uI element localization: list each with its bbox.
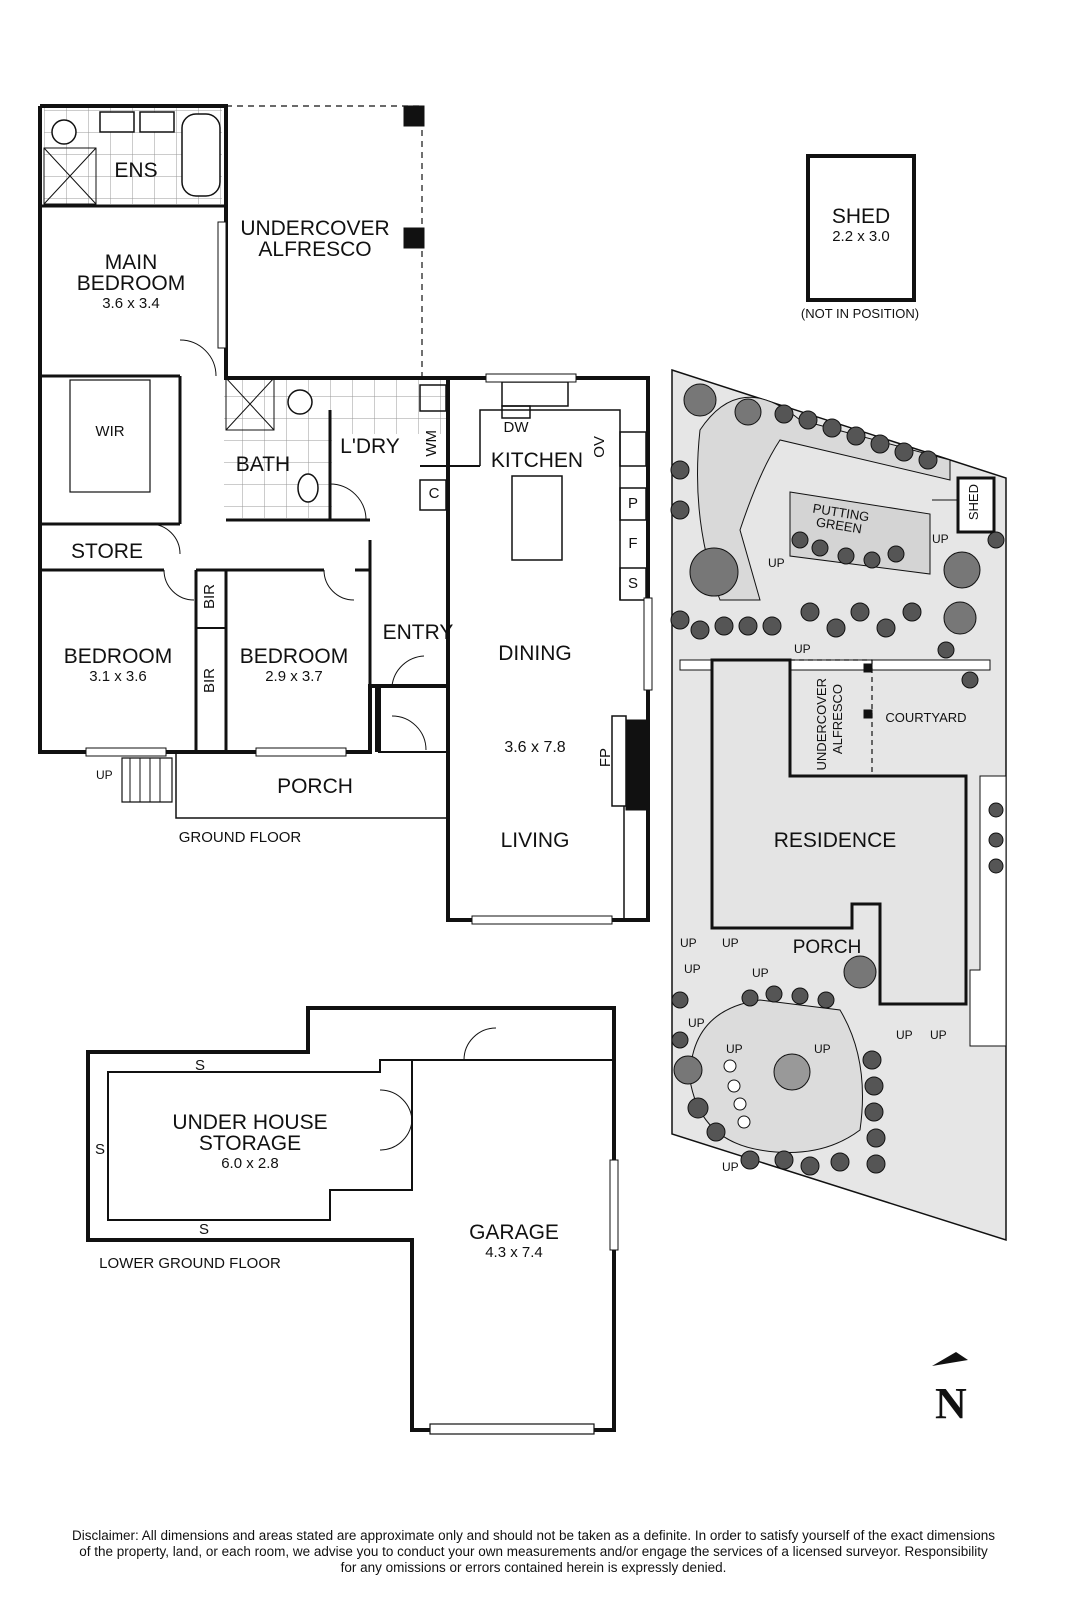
up-label: UP <box>680 936 697 950</box>
room-store: STORE <box>71 540 143 563</box>
room-ov: OV <box>591 436 608 458</box>
room-bath: BATH <box>235 453 291 476</box>
s-label-bottom: S <box>198 1221 209 1238</box>
room-living-dims: 3.6 x 7.8 <box>504 739 566 756</box>
ground-floor-label: GROUND FLOOR <box>178 829 302 846</box>
room-fp: FP <box>597 748 614 768</box>
up-label: UP <box>932 532 949 546</box>
lower-ground-floor-label: LOWER GROUND FLOOR <box>99 1255 281 1272</box>
up-label: UP <box>684 962 701 976</box>
room-wir: WIR <box>95 423 125 440</box>
room-p: P <box>627 495 638 512</box>
room-laundry: L'DRY <box>340 435 400 458</box>
up-label: UP <box>930 1028 947 1042</box>
room-entry: ENTRY <box>382 621 454 644</box>
room-wm: WM <box>423 430 440 457</box>
site-shed: SHED <box>966 484 981 521</box>
up-label: UP <box>726 1042 743 1056</box>
lower-ground-floor-plan <box>86 1006 619 1435</box>
north-label: N <box>935 1379 967 1428</box>
room-bir-top: BIR <box>201 584 218 610</box>
room-c: C <box>428 485 440 502</box>
landscape-shrubs <box>670 383 1005 1176</box>
up-label: UP <box>814 1042 831 1056</box>
room-living: LIVING <box>500 829 570 852</box>
room-bir-bottom: BIR <box>201 668 218 694</box>
ground-floor-plan <box>38 104 653 925</box>
room-porch: PORCH <box>277 775 353 798</box>
site-undercover-alfresco: UNDERCOVER <box>814 678 829 771</box>
site-residence: RESIDENCE <box>773 829 897 852</box>
up-label: UP <box>768 556 785 570</box>
disclaimer-text: Disclaimer: All dimensions and areas sta… <box>71 1528 995 1575</box>
room-f: F <box>628 535 638 552</box>
up-label: UP <box>794 642 811 656</box>
s-label-left: S <box>94 1141 105 1158</box>
up-label: UP <box>722 1160 739 1174</box>
up-label: UP <box>96 768 113 782</box>
up-label: UP <box>722 936 739 950</box>
shed-outline <box>806 154 916 302</box>
site-undercover-alfresco-2: ALFRESCO <box>830 684 845 755</box>
site-porch: PORCH <box>792 937 862 958</box>
up-label: UP <box>752 966 769 980</box>
room-kitchen: KITCHEN <box>490 449 584 472</box>
up-label: UP <box>688 1016 705 1030</box>
room-dining: DINING <box>498 642 572 665</box>
north-arrow-icon <box>932 1352 968 1366</box>
room-ens: ENS <box>114 159 158 182</box>
room-s: S <box>627 575 638 592</box>
s-label-top: S <box>194 1057 205 1074</box>
site-courtyard: COURTYARD <box>885 710 967 725</box>
up-label: UP <box>896 1028 913 1042</box>
shed-note: (NOT IN POSITION) <box>800 306 920 321</box>
room-dw: DW <box>503 419 529 436</box>
site-plan <box>671 368 1007 1242</box>
